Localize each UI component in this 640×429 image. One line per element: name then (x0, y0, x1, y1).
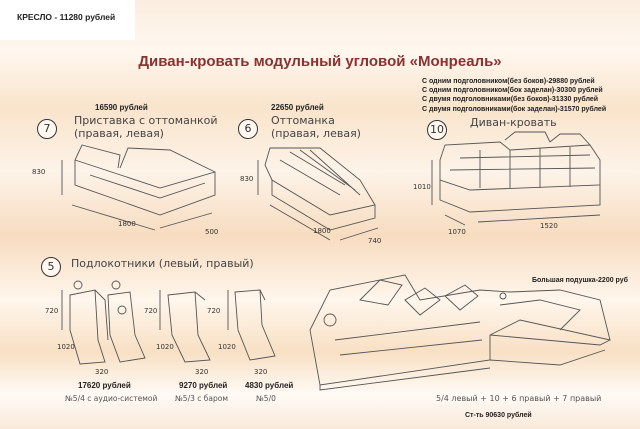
corner-sofa-drawing (309, 274, 611, 391)
module-7-number: 7 (37, 119, 57, 139)
armrests-number: 5 (41, 257, 61, 277)
price-option: С одним подголовником(бок заделан)-30300… (422, 87, 603, 95)
armrest-price: 9270 рублей (179, 381, 228, 390)
dim-depth: 1020 (218, 343, 236, 351)
dim-depth: 500 (205, 228, 219, 236)
module-6-price: 22650 рублей (271, 103, 324, 112)
dim-width: 320 (254, 368, 268, 376)
armrest-price: 4830 рублей (245, 381, 294, 390)
dim-length: 1520 (540, 222, 558, 230)
module-7-drawing (61, 144, 216, 231)
dim-depth: 740 (368, 237, 382, 245)
module-7-name: Приставка с оттоманкой (74, 114, 218, 127)
armrests-label: Подлокотники (левый, правый) (71, 257, 254, 270)
module-10-drawing (431, 131, 601, 226)
module-6-number: 6 (238, 119, 258, 139)
dim-length: 1800 (118, 220, 136, 228)
dim-width: 320 (195, 368, 209, 376)
corner-total: Ст-ть 90630 рублей (465, 412, 532, 419)
pillow-price: Большая подушка-2200 руб (532, 277, 628, 284)
module-6-drawing (257, 147, 379, 241)
armrest-price: 17620 рублей (78, 381, 131, 390)
price-option: С двумя подголовниками(без боков)-31330 … (422, 96, 599, 104)
module-6-sub: (правая, левая) (271, 127, 361, 140)
module-7-sub: (правая, левая) (74, 127, 164, 140)
armrest-drawings (61, 280, 276, 365)
armrest-caption: №5/0 (256, 394, 276, 403)
dim-length: 1800 (313, 227, 331, 235)
dim-height: 830 (240, 175, 254, 183)
module-7-price: 16590 рублей (95, 103, 148, 112)
dim-height: 720 (144, 307, 158, 315)
dim-height: 830 (32, 168, 46, 176)
armchair-price: КРЕСЛО - 11280 рублей (17, 12, 116, 22)
dim-depth: 1070 (448, 228, 466, 236)
module-10-number: 10 (427, 120, 447, 140)
module-7-label: Приставка с оттоманкой(правая, левая) (74, 114, 218, 140)
armchair-price-box: КРЕСЛО - 11280 рублей (0, 0, 135, 40)
armrest-caption: №5/3 с баром (175, 394, 228, 403)
dim-width: 320 (95, 368, 109, 376)
dim-height: 720 (45, 307, 59, 315)
dim-height: 1010 (413, 183, 431, 191)
page-title: Диван-кровать модульный угловой «Монреал… (138, 53, 502, 70)
armrest-caption: №5/4 с аудио-системой (65, 394, 158, 403)
dim-height: 720 (207, 307, 221, 315)
module-10-label: Диван-кровать (470, 116, 557, 129)
sofa-price-list: С одним подголовником(без боков)-29880 р… (422, 77, 606, 114)
dim-depth: 1020 (156, 343, 174, 351)
module-6-name: Оттоманка (271, 114, 335, 127)
module-6-label: Оттоманка(правая, левая) (271, 114, 361, 140)
price-option: С двумя подголовниками(бок заделан)-3157… (422, 105, 607, 113)
corner-formula: 5/4 левый + 10 + 6 правый + 7 правый (436, 394, 602, 403)
dim-depth: 1020 (57, 343, 75, 351)
price-option: С одним подголовником(без боков)-29880 р… (422, 78, 595, 85)
